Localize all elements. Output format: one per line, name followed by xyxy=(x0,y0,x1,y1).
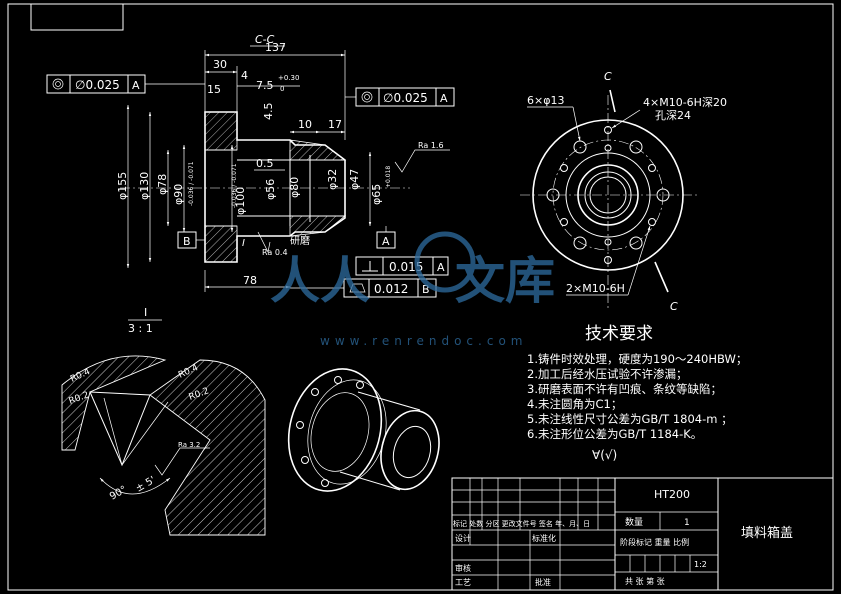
watermark-url: www.renrendoc.com xyxy=(320,334,527,348)
dim-47: φ47 xyxy=(348,169,361,190)
dim-15: 15 xyxy=(207,83,221,96)
dim-80: φ80 xyxy=(288,177,301,198)
qty-label: 数量 xyxy=(625,516,643,528)
detail-marker: I xyxy=(242,238,245,249)
front-view: C C 6×φ13 4×M10-6H深20 孔深24 2×M10-6H xyxy=(520,70,727,313)
process-label: 工艺 xyxy=(455,578,471,587)
tapped-2-label: 2×M10-6H xyxy=(566,282,625,295)
dim-10: 10 xyxy=(298,118,312,131)
section-title: C-C xyxy=(255,33,275,46)
dim-56: φ56 xyxy=(264,179,277,200)
technical-requirements: 技术要求 1.铸件时效处理，硬度为190～240HBW； 2.加工后经水压试验不… xyxy=(527,324,747,462)
watermark: 人人 文库 www.renrendoc.com xyxy=(270,231,555,348)
runout-right-datum: A xyxy=(440,92,448,105)
dim-100-tol: -0.036 / -0.071 xyxy=(231,163,238,208)
design-label: 设计 xyxy=(455,533,471,543)
approve-label: 批准 xyxy=(535,577,551,587)
dim-4: 4 xyxy=(241,69,248,82)
general-finish: ∀(√) xyxy=(592,448,617,462)
scale-value: 1:2 xyxy=(694,560,707,569)
holes-6-label: 6×φ13 xyxy=(527,94,564,107)
dim-32: φ32 xyxy=(326,169,339,190)
material: HT200 xyxy=(654,488,690,501)
section-mark-bottom: C xyxy=(670,300,678,313)
dim-65-tol: +0.018 xyxy=(385,166,392,188)
tech-item-5: 5.未注线性尺寸公差为GB/T 1804-m ； xyxy=(527,412,733,426)
tapped-4-line2: 孔深24 xyxy=(655,109,691,122)
dim-30: 30 xyxy=(213,58,227,71)
tech-item-3: 3.研磨表面不许有凹痕、条纹等缺陷； xyxy=(527,382,722,396)
runout-left-value: ∅0.025 xyxy=(75,78,120,92)
iso-bolt-holes xyxy=(296,376,364,487)
section-view: C-C 137 30 4 7.5 +0.30 0 15 4.5 10 17 xyxy=(46,33,455,298)
dim-7-5-upper: +0.30 xyxy=(278,74,299,82)
datum-b: B xyxy=(183,235,191,248)
runout-frame-left: ∅0.025 A xyxy=(46,74,205,94)
dim-78-linear: 78 xyxy=(243,274,257,287)
check-label: 审核 xyxy=(455,563,471,573)
tapped-4-line1: 4×M10-6H深20 xyxy=(643,96,727,109)
datum-a: A xyxy=(382,235,390,248)
tech-item-1: 1.铸件时效处理，硬度为190～240HBW； xyxy=(527,352,747,366)
part-name: 填料箱盖 xyxy=(741,525,793,541)
detail-scale: 3 : 1 xyxy=(128,322,153,335)
watermark-brand-2: 文库 xyxy=(455,252,555,310)
runout-frame-right: ∅0.025 A xyxy=(345,87,455,107)
change-row: 标记 处数 分区 更改文件号 签名 年、月、日 xyxy=(453,519,590,528)
sheets-label: 共 张 第 张 xyxy=(625,576,665,586)
dim-0-5: 0.5 xyxy=(256,157,274,170)
dim-137: 137 xyxy=(265,41,286,54)
grind-label: 研磨 xyxy=(290,235,310,247)
ra-3-2: Ra 3.2 xyxy=(178,441,200,449)
flat-datum: B xyxy=(422,283,430,296)
dim-4-5: 4.5 xyxy=(262,103,275,121)
dim-130: φ130 xyxy=(138,172,151,200)
dim-7-5-lower: 0 xyxy=(280,85,284,93)
isometric-view xyxy=(287,368,440,492)
perp-datum: A xyxy=(437,261,445,274)
runout-left-datum: A xyxy=(132,79,140,92)
tech-item-4: 4.未注圆角为C1； xyxy=(527,397,622,411)
detail-label: I xyxy=(144,306,147,319)
ra-1-6: Ra 1.6 xyxy=(418,141,444,150)
dim-65: φ65 xyxy=(370,184,383,205)
dim-90-tol: -0.036 / -0.071 xyxy=(188,161,195,206)
dim-17: 17 xyxy=(328,118,342,131)
ra-0-4: Ra 0.4 xyxy=(262,248,288,257)
drawing-frame xyxy=(7,3,834,591)
dim-100: φ100 xyxy=(234,187,247,215)
dim-7-5: 7.5 xyxy=(256,79,274,92)
dim-78: φ78 xyxy=(156,174,169,195)
standardize-label: 标准化 xyxy=(532,533,556,543)
watermark-brand-1: 人人 xyxy=(270,252,370,310)
tech-item-6: 6.未注形位公差为GB/T 1184-K。 xyxy=(527,427,702,441)
title-block: HT200 数量 1 填料箱盖 标记 处数 分区 更改文件号 签名 年、月、日 … xyxy=(451,477,834,591)
dim-90: φ90 xyxy=(172,184,185,205)
runout-right-value: ∅0.025 xyxy=(383,91,428,105)
section-mark-top: C xyxy=(604,70,612,83)
flat-value: 0.012 xyxy=(374,282,408,296)
tapped-holes xyxy=(560,126,656,264)
angle-90: 90° xyxy=(108,484,129,502)
qty-value: 1 xyxy=(684,518,690,528)
detail-view: I 3 : 1 R0.4 R0.2 R0.4 R0.2 Ra 3.2 90° ±… xyxy=(61,306,266,536)
tech-title: 技术要求 xyxy=(585,324,653,344)
tech-item-2: 2.加工后经水压试验不许渗漏； xyxy=(527,367,687,381)
perpendicularity-frame: 0.015 A xyxy=(355,256,449,276)
stage-label: 阶段标记 重量 比例 xyxy=(620,537,689,547)
dim-155: φ155 xyxy=(116,172,129,200)
